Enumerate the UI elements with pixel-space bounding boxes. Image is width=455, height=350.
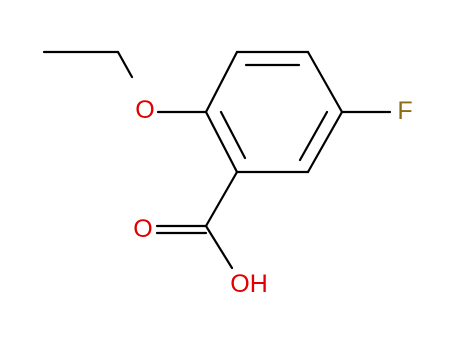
bond-ring-double-right	[298, 110, 329, 162]
atom-hydroxyl-label: OH	[230, 270, 268, 298]
atom-fluorine-label: F	[397, 97, 412, 125]
bond-ethyl-ch2-o	[116, 50, 134, 79]
atom-ether-oxygen-label: O	[135, 96, 154, 124]
bond-ring-c6-c1	[204, 110, 239, 174]
bond-ring-c1-c2	[204, 50, 239, 114]
bond-ring-c4-c5	[306, 110, 344, 174]
bond-ring-c3-c4	[306, 50, 344, 114]
atom-carbonyl-oxygen-label: O	[133, 215, 152, 243]
bond-ring-double-left	[219, 110, 247, 160]
bond-carboxyl-oh	[204, 224, 234, 270]
bond-ring-carboxyl	[204, 170, 239, 228]
